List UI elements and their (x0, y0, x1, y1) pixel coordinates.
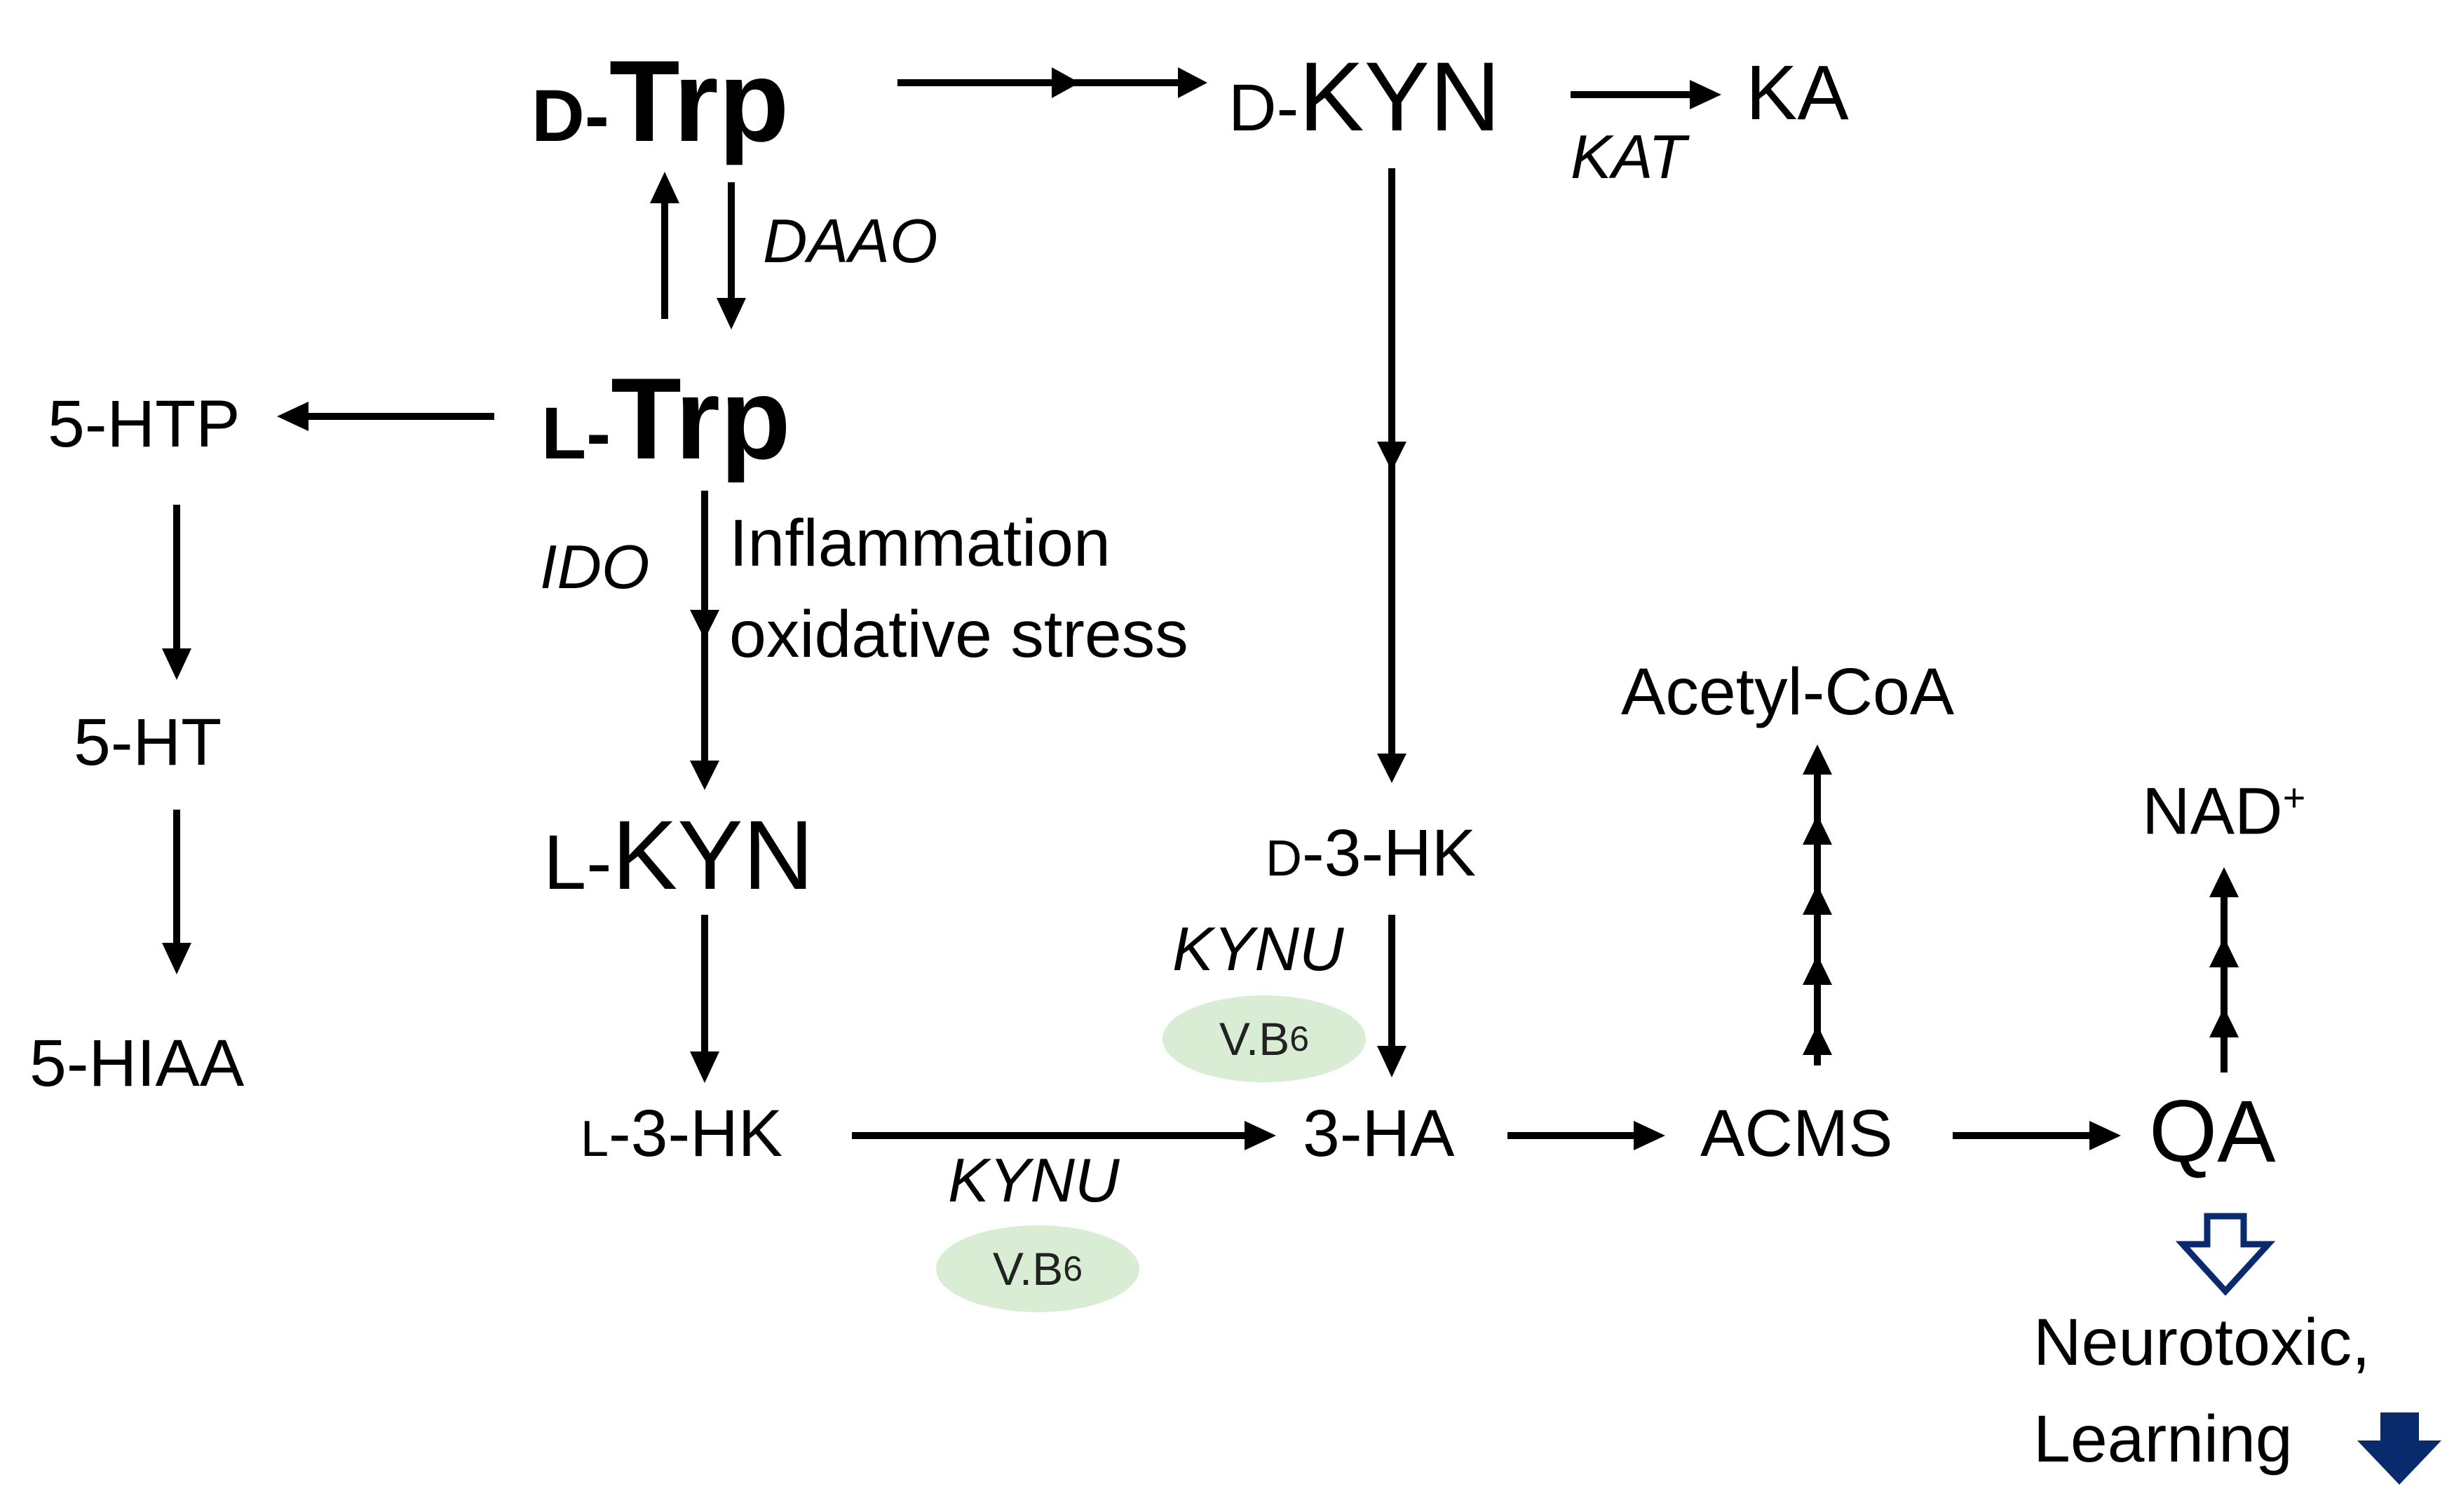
arrowhead (1803, 1025, 1832, 1055)
d-3hk-label: D-3-HK (1266, 820, 1476, 887)
vitamin-b6-main: V.B (992, 1243, 1064, 1295)
learning-label: Learning (2033, 1402, 2293, 1476)
d-kyn-prefix: D- (1228, 71, 1299, 145)
d-3hk-prefix: D (1266, 831, 1302, 887)
nad-label: NAD+ (2142, 778, 2305, 845)
arrowhead (1377, 442, 1406, 471)
5-hiaa-label: 5-HIAA (29, 1026, 245, 1101)
acms-label: ACMS (1700, 1096, 1893, 1171)
d-3hk-name: -3-HK (1302, 816, 1477, 890)
l-kyn-prefix: L- (543, 819, 612, 906)
vitamin-b6-sub: 6 (1063, 1249, 1083, 1288)
vitamin-b6-main: V.B (1219, 1013, 1290, 1065)
neurotoxic-label: Neurotoxic, (2033, 1305, 2371, 1380)
arrow-group (162, 67, 2239, 1150)
d-kyn-label: D-KYN (1228, 48, 1500, 146)
d-kyn-name: KYN (1299, 41, 1501, 151)
arrowhead (162, 943, 191, 974)
arrowhead (1377, 1046, 1406, 1077)
ka-label: KA (1746, 50, 1849, 136)
arrowhead (690, 1051, 719, 1083)
l-trp-label: L-Trp (541, 361, 791, 477)
d-trp-name: Trp (609, 36, 789, 165)
d-trp-label: D-Trp (531, 43, 789, 159)
arrowhead (1803, 744, 1832, 775)
l-trp-name: Trp (611, 354, 791, 483)
arrowhead (1178, 67, 1207, 98)
nad-superscript: + (2282, 775, 2306, 819)
arrowhead (1245, 1121, 1276, 1150)
l-3hk-label: L-3-HK (581, 1101, 782, 1167)
solid-down-arrow-icon (2357, 1412, 2441, 1485)
5-htp-label: 5-HTP (48, 387, 240, 461)
hollow-down-arrow-icon (2175, 1213, 2276, 1296)
l-trp-prefix: L- (541, 393, 611, 475)
arrowhead (2209, 937, 2239, 967)
5-ht-label: 5-HT (74, 705, 222, 779)
vitamin-b6-sub: 6 (1289, 1019, 1310, 1058)
arrowhead (2209, 867, 2239, 897)
arrowhead (650, 172, 679, 203)
d-trp-prefix: D- (531, 75, 609, 157)
l-kyn-name: KYN (611, 800, 814, 910)
arrowhead (1803, 955, 1832, 985)
l-kyn-label: L-KYN (543, 806, 814, 904)
arrowhead (690, 761, 719, 790)
enzyme-kynu-right: KYNU (1172, 914, 1344, 983)
arrowhead (1634, 1121, 1665, 1150)
arrowhead (1803, 885, 1832, 915)
arrowhead (1690, 80, 1721, 109)
3-ha-label: 3-HA (1303, 1096, 1455, 1171)
arrowhead (2209, 1007, 2239, 1037)
arrowhead (277, 402, 309, 431)
note-oxidative-stress: oxidative stress (729, 597, 1188, 672)
qa-label: QA (2149, 1083, 2276, 1180)
acetyl-coa-label: Acetyl-CoA (1621, 655, 1955, 729)
enzyme-kat: KAT (1571, 122, 1686, 191)
arrowhead (2089, 1121, 2121, 1150)
l-3hk-prefix: L (581, 1111, 609, 1167)
arrowhead (1052, 67, 1080, 98)
l-3hk-name: -3-HK (609, 1096, 783, 1171)
nad-name: NAD (2142, 774, 2283, 849)
arrowhead (1803, 815, 1832, 845)
enzyme-kynu-bottom: KYNU (948, 1145, 1120, 1215)
arrowhead (1377, 754, 1406, 783)
enzyme-daao: DAAO (763, 206, 938, 275)
arrowhead (690, 610, 719, 639)
arrowhead (717, 298, 746, 329)
enzyme-ido: IDO (540, 532, 650, 601)
arrowhead (162, 648, 191, 680)
note-inflammation: Inflammation (729, 506, 1111, 580)
